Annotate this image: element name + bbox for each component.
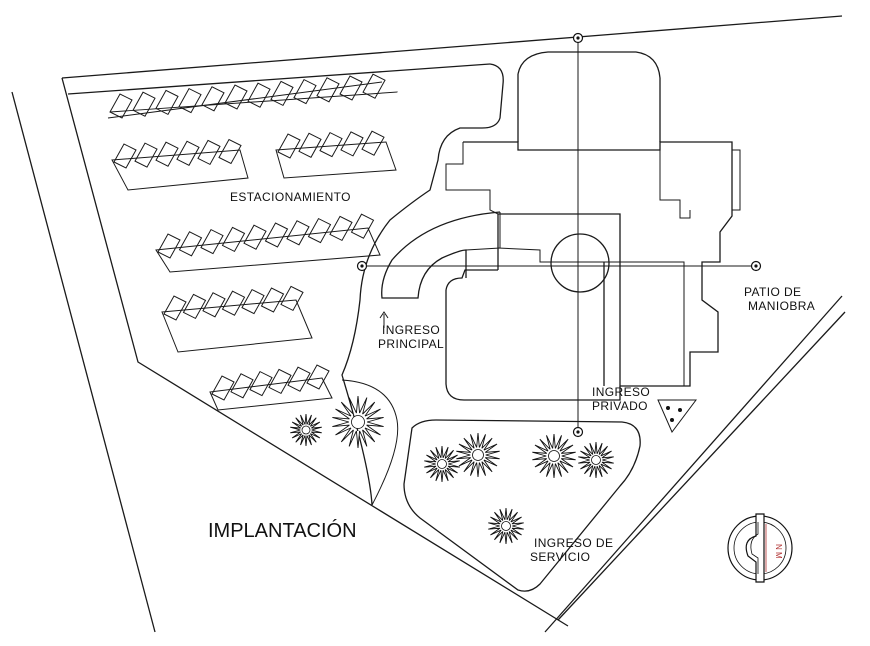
trees xyxy=(290,395,614,545)
parking-stall xyxy=(277,133,301,159)
entrance-arrow-icon xyxy=(379,311,389,328)
parking-stall xyxy=(200,228,224,255)
label-patio-1: PATIO DE xyxy=(744,285,801,299)
axis-marker-icon xyxy=(356,32,762,438)
parking-stall xyxy=(298,132,322,158)
parking-stall xyxy=(155,89,179,116)
label-ingreso-servicio-1: INGRESO DE xyxy=(534,536,613,550)
parking-stall xyxy=(224,84,248,110)
parking-stall xyxy=(247,82,271,108)
parking-stall xyxy=(339,75,363,101)
parking-stall xyxy=(270,80,294,107)
parking-stall xyxy=(319,131,343,158)
parking-row-2a xyxy=(111,149,249,191)
parking-stall xyxy=(362,73,386,99)
parking-stall xyxy=(109,93,133,119)
parking-stall xyxy=(134,142,158,168)
parking-stall xyxy=(163,295,187,321)
parking-row-1 xyxy=(109,91,398,113)
parking-stall xyxy=(260,287,285,313)
tree-icon xyxy=(488,507,524,545)
parking-stall xyxy=(230,373,254,399)
tree-icon xyxy=(532,433,576,479)
access-roads xyxy=(341,51,661,506)
north-arrow-letters: N M xyxy=(774,544,783,559)
parking-stall xyxy=(221,290,246,316)
label-ingreso-principal-1: INGRESO xyxy=(382,323,440,337)
parking-stall xyxy=(293,78,317,105)
label-ingreso-privado-1: INGRESO xyxy=(592,385,650,399)
tree-icon xyxy=(424,445,460,483)
tree-icon xyxy=(578,441,614,479)
tree-icon xyxy=(290,413,322,447)
label-patio-2: MANIOBRA xyxy=(748,299,815,313)
parking-stall xyxy=(264,222,289,248)
service-garden xyxy=(403,419,641,592)
parking-stall xyxy=(329,215,353,242)
parking-stall xyxy=(211,375,235,401)
parking-stall xyxy=(243,224,267,250)
parking-stall xyxy=(280,285,304,312)
page-title: IMPLANTACIÓN xyxy=(208,519,357,542)
parking-stall xyxy=(361,130,385,156)
parking-row-4 xyxy=(161,299,313,353)
north-arrow-icon: N M xyxy=(727,513,793,583)
label-ingreso-servicio-2: SERVICIO xyxy=(530,550,590,564)
parking-stall xyxy=(113,143,137,169)
parking-stall xyxy=(197,139,221,166)
main-entrance-ramp xyxy=(381,211,501,299)
parking-stall xyxy=(182,293,207,320)
parking-stall xyxy=(307,217,332,244)
tree-icon xyxy=(332,395,384,449)
parking-stall xyxy=(176,140,200,166)
parking-stall xyxy=(221,226,246,253)
parking-row-5 xyxy=(209,377,333,411)
parking-stall xyxy=(241,288,265,315)
parking-stall xyxy=(132,91,156,117)
parking-stalls xyxy=(107,81,398,411)
parking-stall xyxy=(178,231,203,257)
property-boundary xyxy=(11,15,846,633)
parking-stall xyxy=(201,86,225,112)
parking-stall xyxy=(306,364,330,390)
parking-stall xyxy=(286,220,310,246)
parking-stall xyxy=(249,370,273,397)
label-ingreso-privado-2: PRIVADO xyxy=(592,399,648,413)
parking-stall xyxy=(155,141,179,167)
parking-row-2b xyxy=(275,141,397,179)
label-estacionamiento: ESTACIONAMIENTO xyxy=(230,190,351,204)
parking-stall xyxy=(178,87,202,114)
parking-stall xyxy=(268,368,292,395)
parking-stall xyxy=(340,131,364,157)
parking-stall xyxy=(157,233,181,259)
tree-icon xyxy=(456,432,500,478)
parking-stall xyxy=(202,292,226,318)
parking-row-1-edge xyxy=(107,81,383,119)
building xyxy=(445,141,741,401)
parking-stall xyxy=(316,77,340,103)
parking-stall xyxy=(218,138,242,165)
axis-lines xyxy=(356,32,762,438)
parking-stall xyxy=(287,366,311,392)
private-entrance-planter xyxy=(657,399,697,433)
label-ingreso-principal-2: PRINCIPAL xyxy=(378,337,444,351)
parking-stall xyxy=(350,213,375,239)
parking-stall-icon xyxy=(109,73,386,401)
parking-row-3 xyxy=(155,227,381,273)
